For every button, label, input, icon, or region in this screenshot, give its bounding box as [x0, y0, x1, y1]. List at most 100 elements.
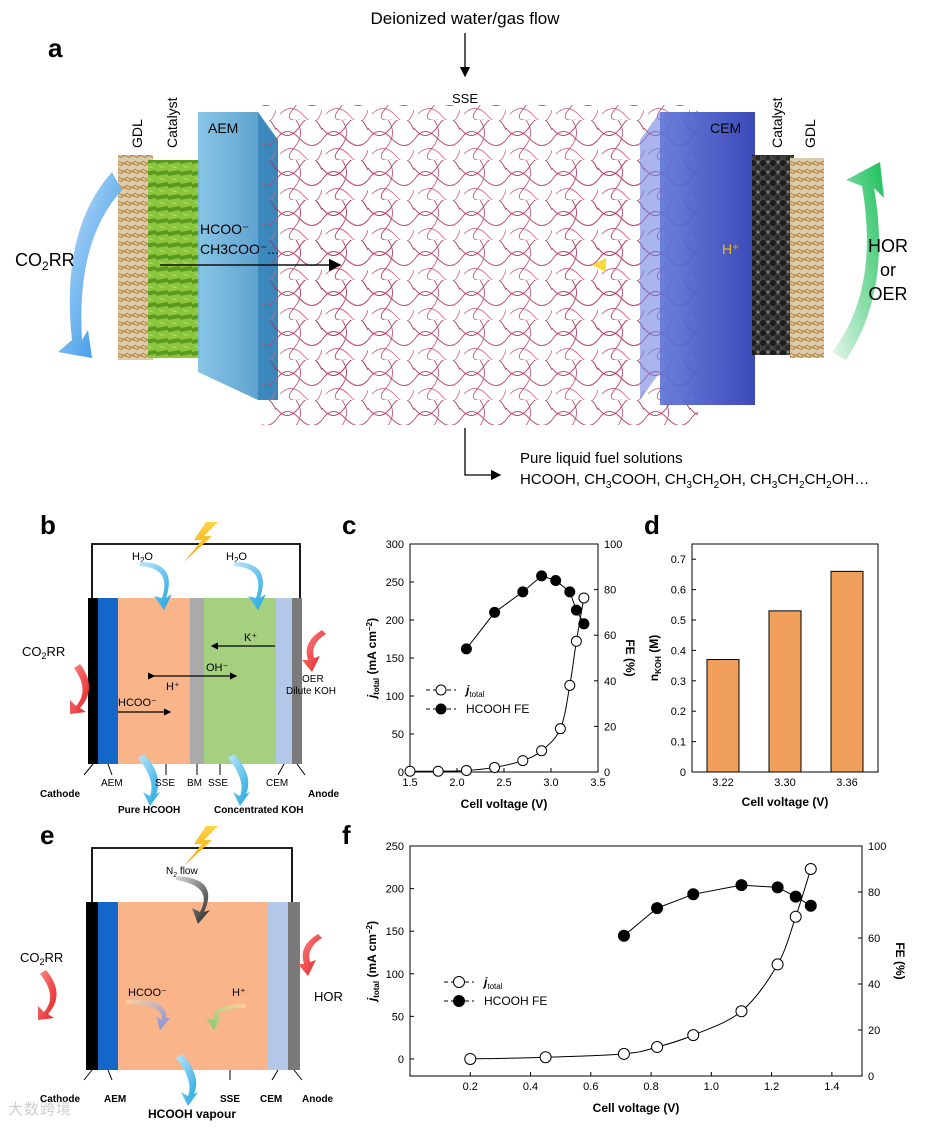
hcoo-label-e: HCOO⁻ — [128, 987, 167, 999]
panel-c-label: c — [342, 510, 356, 540]
y-tick-label: 250 — [386, 841, 404, 853]
y-tick-label: 0.3 — [671, 676, 686, 688]
y-tick-label: 0.5 — [671, 615, 686, 627]
x-tick-label: 0.2 — [463, 1081, 478, 1093]
data-point-jtotal — [570, 635, 582, 647]
aem-e — [98, 902, 118, 1070]
panel-d-label: d — [644, 510, 660, 540]
co2rr-arrow — [58, 172, 122, 358]
bottom-label-cathode-e: Cathode — [40, 1094, 80, 1105]
y-tick-label: 100 — [386, 969, 404, 981]
data-point-jtotal — [651, 1041, 664, 1054]
plot-frame — [409, 543, 599, 773]
water-arrow-right-b — [234, 562, 266, 610]
catalyst-left-layer — [148, 160, 200, 358]
bar — [768, 610, 802, 773]
data-point-jtotal — [432, 765, 444, 777]
legend-label-jtotal: jtotal — [482, 975, 503, 991]
co2rr-arrow-b — [70, 664, 89, 714]
n2flow-arrow-e — [176, 876, 210, 924]
y-tick-label: 0.1 — [671, 737, 686, 749]
data-point-jtotal — [489, 761, 501, 773]
y-tick-label: 50 — [392, 1011, 404, 1023]
panel-a: a Deionized water/gas flow SSE GDL Catal… — [15, 9, 908, 491]
data-point-jtotal — [464, 1052, 477, 1065]
aem-b — [98, 598, 118, 764]
h-arrow-e — [206, 1004, 246, 1030]
series-line-jtotal — [470, 868, 812, 1060]
output-title: Pure liquid fuel solutions — [520, 450, 683, 467]
y-tick-label: 200 — [386, 884, 404, 896]
y-tick-label: 300 — [386, 539, 404, 551]
y2-tick-label: 0 — [868, 1071, 874, 1083]
koh-arrow-b — [228, 754, 250, 806]
hor-arrow-e — [298, 934, 322, 976]
data-point-jtotal — [460, 764, 472, 776]
x-tick-label: 2.0 — [449, 777, 464, 789]
data-point-jtotal — [539, 1051, 552, 1064]
y2-tick-label: 40 — [604, 676, 616, 688]
data-point-fe — [735, 879, 748, 892]
data-point-jtotal — [804, 863, 817, 875]
bottom-label-sse-e: SSE — [220, 1094, 240, 1105]
data-point-fe — [789, 890, 802, 903]
oer-label: OER — [868, 284, 907, 304]
data-point-fe — [651, 902, 664, 915]
data-point-fe — [617, 929, 630, 942]
data-point-jtotal — [771, 958, 784, 971]
gdl-left-label: GDL — [129, 119, 145, 148]
vapour-arrow-e — [176, 1054, 198, 1106]
y-tick-label: 0 — [680, 767, 686, 779]
x-tick-label: 3.36 — [836, 777, 857, 789]
y-axis-label: jtotal (mA cm−2) — [365, 921, 381, 1003]
hor-oer-arrow — [832, 162, 884, 360]
hor-label-e: HOR — [314, 989, 343, 1004]
hcoo-label-a: HCOO⁻ — [200, 221, 249, 237]
y2-tick-label: 20 — [604, 721, 616, 733]
x-tick-label: 1.4 — [824, 1081, 839, 1093]
gdl-left-layer — [118, 155, 153, 360]
data-point-jtotal — [517, 755, 529, 767]
panel-f-label: f — [342, 820, 351, 850]
legend-marker — [453, 976, 465, 988]
anode-b — [292, 598, 302, 764]
hcoo-label-b: HCOO⁻ — [118, 697, 157, 709]
panel-e: e N2 flow CO2RR HOR HCOO⁻ H⁺ Cathode AEM… — [20, 820, 343, 1121]
data-point-fe — [771, 881, 784, 894]
bm-b — [190, 598, 204, 764]
x-tick-label: 3.5 — [590, 777, 605, 789]
y2-tick-label: 60 — [604, 630, 616, 642]
y-tick-label: 100 — [386, 691, 404, 703]
vapour-label-e: HCOOH vapour — [148, 1107, 236, 1121]
dilute-koh-label-b: Dilute KOH — [286, 686, 336, 697]
y2-axis-label: FE (%) — [623, 639, 637, 676]
proton-label-a: H⁺ — [722, 241, 740, 257]
concentrated-koh-label-b: Concentrated KOH — [214, 805, 303, 816]
h2o-left-b: H2O — [132, 551, 153, 565]
panel-b: b H2O H2O CO2RR OER Dilute KOH K⁺ OH⁻ H⁺… — [22, 510, 340, 816]
data-point-fe — [517, 586, 529, 598]
y2-tick-label: 100 — [868, 841, 886, 853]
external-circuit-b — [91, 543, 301, 598]
catalyst-right-label: Catalyst — [769, 97, 785, 148]
water-arrow-left-b — [140, 562, 172, 610]
data-point-fe — [550, 574, 562, 586]
sse-label-top: SSE — [452, 91, 478, 106]
co2rr-label-a: CO2RR — [15, 250, 75, 273]
y-tick-label: 150 — [386, 653, 404, 665]
cem-membrane-side — [640, 112, 660, 400]
y-tick-label: 50 — [392, 729, 404, 741]
data-point-jtotal — [789, 910, 802, 923]
y-tick-label: 0.4 — [671, 645, 686, 657]
x-tick-label: 3.30 — [774, 777, 795, 789]
top-flow-label: Deionized water/gas flow — [371, 9, 561, 28]
output-flow-arrow — [464, 428, 502, 481]
bottom-label-sse2-b: SSE — [208, 778, 228, 789]
legend-marker — [435, 703, 447, 715]
pure-hcooh-label-b: Pure HCOOH — [118, 805, 180, 816]
y2-axis-label: FE (%) — [893, 942, 907, 979]
data-point-fe — [536, 570, 548, 582]
data-point-fe — [570, 604, 582, 616]
oh-label-b: OH⁻ — [206, 662, 229, 674]
